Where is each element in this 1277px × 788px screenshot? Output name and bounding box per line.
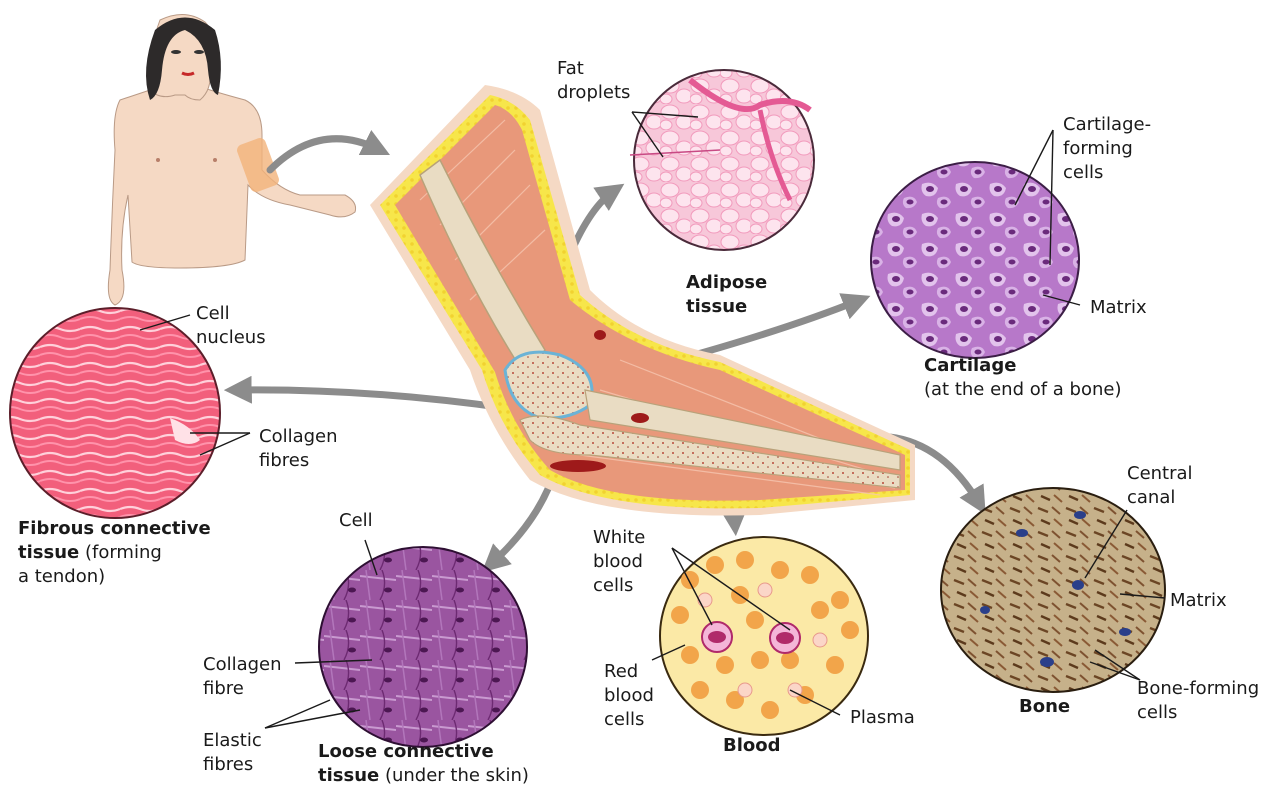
fat-droplets-label: Fat droplets (557, 57, 630, 105)
cell-nucleus-label: Cell nucleus (196, 302, 266, 350)
plasma-label: Plasma (850, 706, 915, 730)
white-blood-cells-label: White blood cells (593, 526, 645, 598)
loose-cell-label: Cell (339, 509, 373, 533)
fibrous-title-line2: tissue (forming (18, 541, 162, 565)
cartilage-circle (871, 162, 1079, 358)
fibrous-title-bold: Fibrous connective (18, 518, 211, 539)
bone-matrix-label: Matrix (1170, 589, 1227, 613)
cartilage-matrix-label: Matrix (1090, 296, 1147, 320)
fibrous-title-bold-2: tissue (18, 542, 79, 563)
adipose-title: Adipose (686, 271, 767, 295)
collagen-fibre-label: Collagen fibre (203, 653, 282, 701)
loose-title-bold-2: tissue (318, 765, 379, 786)
cartilage-subtitle: (at the end of a bone) (924, 378, 1122, 402)
elastic-fibres-label: Elastic fibres (203, 729, 262, 777)
loose-connective-circle (319, 547, 527, 747)
loose-title-line2: tissue (under the skin) (318, 764, 529, 788)
loose-title-bold: Loose connective (318, 741, 494, 762)
adipose-title-2: tissue (686, 295, 747, 319)
adipose-tissue-circle (630, 70, 814, 250)
fibrous-title-line3: a tendon) (18, 565, 105, 589)
loose-title: Loose connective (318, 740, 494, 764)
bone-title: Bone (1019, 695, 1070, 719)
fibrous-title-rest: (forming (79, 542, 162, 563)
red-blood-cells-label: Red blood cells (604, 660, 654, 732)
central-canal-label: Central canal (1127, 462, 1193, 510)
woman-figure (108, 14, 355, 305)
blood-circle (660, 537, 868, 735)
bone-forming-cells-label: Bone-forming cells (1137, 677, 1259, 725)
loose-title-rest: (under the skin) (379, 765, 529, 786)
cartilage-cells-label: Cartilage- forming cells (1063, 113, 1151, 185)
collagen-fibres-label: Collagen fibres (259, 425, 338, 473)
blood-title: Blood (723, 734, 781, 758)
fibrous-title: Fibrous connective (18, 517, 211, 541)
bone-circle (941, 488, 1165, 692)
cartilage-title: Cartilage (924, 354, 1016, 378)
fibrous-tissue-circle (10, 308, 220, 518)
